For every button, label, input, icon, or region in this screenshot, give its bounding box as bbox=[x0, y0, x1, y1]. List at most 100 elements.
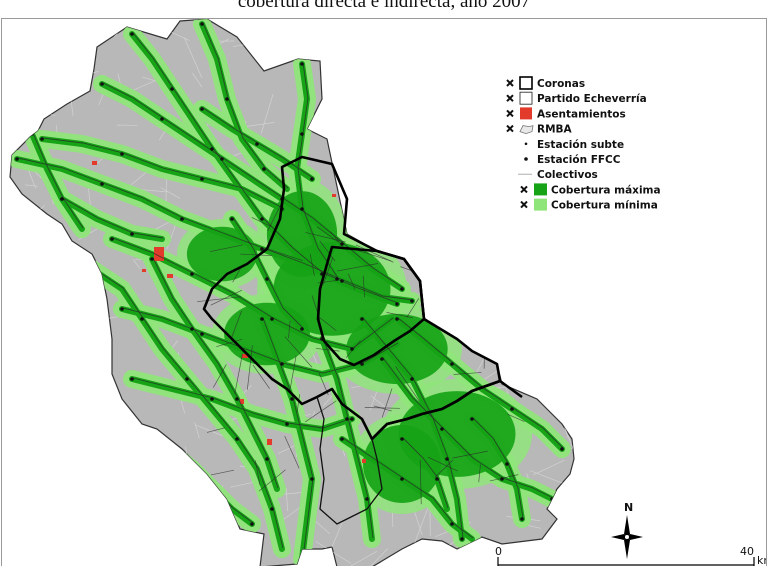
street-line bbox=[131, 533, 142, 566]
street-line bbox=[151, 526, 175, 548]
estacion-ffcc-dot bbox=[445, 457, 449, 461]
colectivo-route bbox=[353, 248, 392, 262]
estacion-ffcc-dot bbox=[395, 302, 399, 306]
partido-echeverria-border bbox=[316, 396, 383, 525]
estacion-ffcc-dot bbox=[360, 317, 364, 321]
cobertura-maxima-layer bbox=[14, 21, 565, 562]
colectivo-route bbox=[309, 254, 315, 277]
street-line bbox=[10, 418, 31, 428]
estacion-ffcc-dot bbox=[400, 287, 404, 291]
street-line bbox=[352, 64, 375, 80]
legend-label-colectivos: Colectivos bbox=[537, 169, 598, 181]
colectivo-route bbox=[62, 197, 164, 239]
street-line bbox=[18, 205, 46, 228]
legend-label-ffcc: Estación FFCC bbox=[537, 154, 621, 166]
street-line bbox=[260, 93, 274, 134]
street-line bbox=[184, 37, 203, 79]
street-line bbox=[415, 183, 426, 193]
street-line bbox=[545, 548, 558, 566]
street-line bbox=[160, 187, 181, 199]
legend-toggle-x-icon[interactable] bbox=[505, 93, 515, 103]
street-line bbox=[382, 37, 418, 48]
estacion-ffcc-dot bbox=[290, 397, 294, 401]
street-line bbox=[10, 335, 26, 355]
colectivo-route bbox=[409, 224, 442, 233]
street-line bbox=[357, 43, 366, 56]
legend-label-subte: Estación subte bbox=[537, 139, 624, 151]
street-line bbox=[414, 502, 431, 544]
legend-toggle-x-icon[interactable] bbox=[519, 184, 529, 194]
street-line bbox=[199, 556, 233, 566]
legend-toggle-x-icon[interactable] bbox=[505, 108, 515, 118]
street-line bbox=[403, 63, 432, 87]
street-line bbox=[144, 511, 147, 525]
scale-bar: 0 40 km bbox=[495, 545, 766, 566]
street-line bbox=[230, 481, 255, 488]
street-line bbox=[533, 459, 565, 476]
asentamiento-patch bbox=[362, 459, 366, 463]
street-line bbox=[15, 103, 37, 129]
colectivo-route bbox=[452, 450, 488, 459]
street-line bbox=[434, 178, 444, 194]
colectivo-route bbox=[265, 247, 303, 261]
legend-toggle-x-icon[interactable] bbox=[519, 200, 529, 210]
street-line bbox=[165, 175, 167, 204]
colectivo-route bbox=[102, 82, 404, 289]
street-line bbox=[59, 404, 81, 408]
colectivo-route bbox=[206, 427, 225, 433]
legend-label-rmba: RMBA bbox=[537, 124, 573, 136]
colectivo-route bbox=[252, 364, 270, 389]
colectivo-route bbox=[342, 437, 474, 539]
street-line bbox=[132, 259, 141, 269]
estacion-ffcc-dot bbox=[250, 522, 254, 526]
estacion-ffcc-dot bbox=[120, 307, 124, 311]
estacion-ffcc-dot bbox=[40, 137, 44, 141]
legend-symbol-subte bbox=[524, 142, 528, 146]
cobertura-maxima-corridor bbox=[89, 266, 285, 552]
street-line bbox=[570, 504, 574, 526]
estacion-ffcc-dot bbox=[100, 182, 104, 186]
street-line bbox=[556, 363, 574, 388]
estacion-ffcc-dot bbox=[200, 107, 204, 111]
estacion-ffcc-dot bbox=[210, 487, 214, 491]
estacion-ffcc-dot bbox=[110, 237, 114, 241]
legend-label-cob_max: Cobertura máxima bbox=[551, 184, 661, 196]
street-line bbox=[10, 59, 12, 91]
estacion-ffcc-dot bbox=[470, 417, 474, 421]
street-line bbox=[20, 28, 39, 38]
north-arrow-icon: N bbox=[611, 501, 643, 559]
legend-toggle-x-icon[interactable] bbox=[505, 124, 515, 134]
street-line bbox=[313, 520, 331, 534]
street-line bbox=[194, 422, 200, 439]
figure-caption: cobertura directa e indirecta, año 2007 bbox=[237, 0, 531, 12]
street-line bbox=[14, 547, 46, 566]
cobertura-maxima-zone bbox=[186, 226, 258, 282]
scale-start: 0 bbox=[495, 545, 502, 558]
street-line bbox=[434, 221, 437, 236]
street-line bbox=[41, 270, 62, 274]
colectivo-route bbox=[32, 132, 84, 229]
estacion-ffcc-dot bbox=[350, 347, 354, 351]
estacion-ffcc-dot bbox=[335, 277, 339, 281]
estacion-ffcc-dot bbox=[60, 197, 64, 201]
corona-inner-caba bbox=[316, 245, 426, 367]
street-line bbox=[339, 105, 361, 111]
estacion-ffcc-dot bbox=[200, 177, 204, 181]
legend-symbol-coronas bbox=[519, 76, 533, 90]
colectivo-route bbox=[467, 246, 484, 272]
north-label: N bbox=[624, 501, 633, 514]
colectivo-route bbox=[336, 263, 378, 272]
estacion-ffcc-dot bbox=[120, 152, 124, 156]
estacion-ffcc-dot bbox=[310, 477, 314, 481]
estacion-ffcc-dot bbox=[340, 279, 344, 283]
colectivo-route bbox=[419, 459, 422, 505]
legend-toggle-x-icon[interactable] bbox=[505, 78, 515, 88]
street-line bbox=[479, 136, 493, 138]
estacion-ffcc-dot bbox=[170, 87, 174, 91]
street-line bbox=[65, 445, 72, 479]
estacion-ffcc-dot bbox=[520, 517, 524, 521]
colectivo-route bbox=[368, 196, 407, 207]
estacion-ffcc-dot bbox=[395, 317, 399, 321]
